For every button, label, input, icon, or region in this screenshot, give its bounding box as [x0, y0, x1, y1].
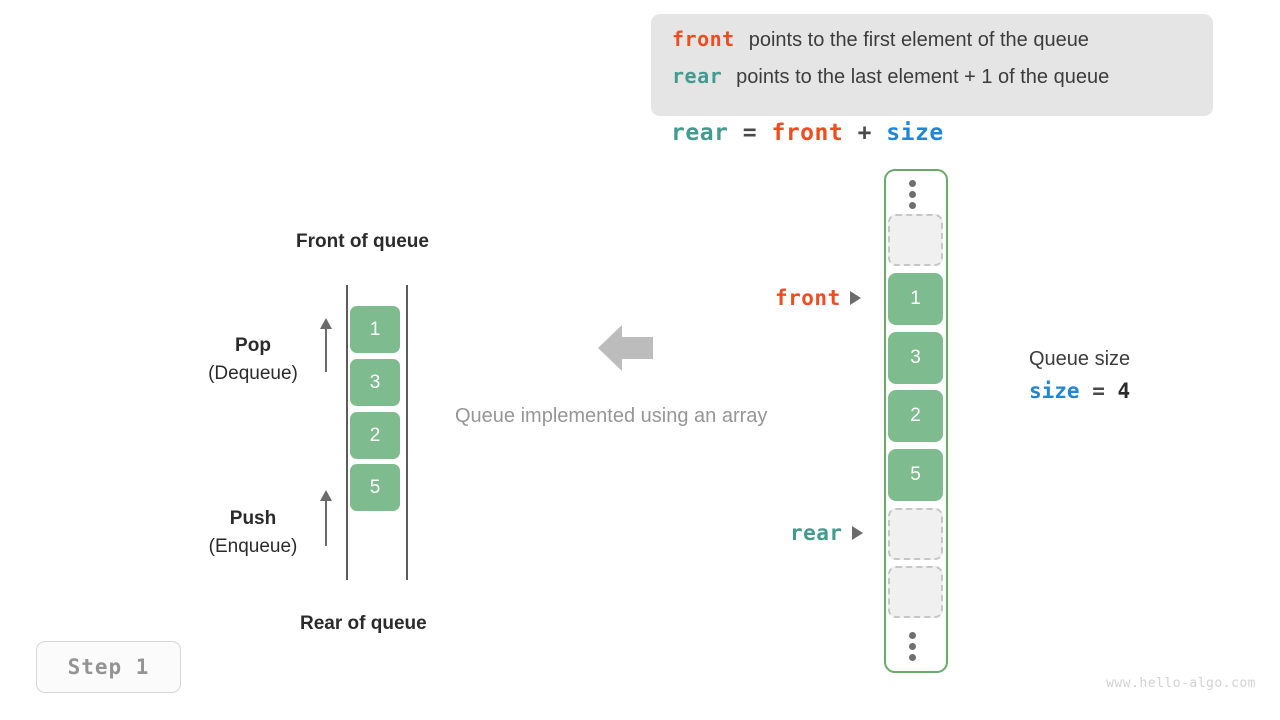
array-slot-empty [888, 214, 943, 266]
legend-text-front: points to the first element of the queue [748, 29, 1089, 51]
legend-row-rear: rear points to the last element + 1 of t… [672, 64, 1193, 101]
vertical-ellipsis-icon-top [909, 180, 916, 213]
size-variable: size [1029, 379, 1080, 403]
pop-subtitle: (Dequeue) [208, 363, 298, 384]
pop-up-arrow-icon [318, 318, 334, 372]
step-badge: Step 1 [36, 641, 181, 693]
array-slot-filled: 3 [888, 332, 943, 384]
queue-rail-left [346, 285, 348, 580]
queue-cell: 2 [350, 412, 400, 459]
push-operation-label: Push (Enqueue) [173, 505, 333, 561]
array-slot-empty [888, 508, 943, 560]
queue-cell: 3 [350, 359, 400, 406]
rear-pointer-arrow-icon [851, 526, 863, 540]
formula-front: front [771, 120, 844, 146]
queue-size-expression: size = 4 [1029, 375, 1130, 407]
diagram-caption: Queue implemented using an array [455, 405, 768, 427]
size-equals: = [1092, 379, 1105, 403]
front-pointer-arrow-icon [849, 291, 861, 305]
left-arrow-icon [598, 325, 653, 371]
push-up-arrow-icon [318, 490, 334, 546]
array-slot-empty [888, 566, 943, 618]
formula-equals: = [742, 120, 758, 146]
vertical-ellipsis-icon-bottom [909, 632, 916, 665]
legend-text-rear: points to the last element + 1 of the qu… [736, 66, 1110, 88]
watermark: www.hello-algo.com [1106, 676, 1256, 691]
queue-cell: 5 [350, 464, 400, 511]
legend-key-front: front [672, 27, 735, 51]
legend-key-rear: rear [672, 64, 723, 88]
queue-size-title: Queue size [1029, 348, 1131, 370]
size-value: 4 [1117, 379, 1131, 403]
queue-cell: 1 [350, 306, 400, 353]
array-slot-filled: 5 [888, 449, 943, 501]
rear-of-queue-label: Rear of queue [300, 613, 427, 634]
pop-operation-label: Pop (Dequeue) [173, 332, 333, 388]
array-slot-filled: 2 [888, 390, 943, 442]
rear-formula: rear = front + size [671, 120, 944, 146]
pop-title: Pop [235, 335, 271, 356]
array-container [884, 169, 948, 673]
front-pointer: front [775, 286, 861, 310]
front-pointer-label: front [775, 286, 841, 310]
push-subtitle: (Enqueue) [208, 536, 298, 557]
formula-plus: + [857, 120, 872, 146]
queue-size-note: Queue size size = 4 [1029, 343, 1130, 407]
rear-pointer-label: rear [790, 521, 843, 545]
pointer-legend-box: front points to the first element of the… [651, 14, 1213, 116]
push-title: Push [229, 508, 277, 529]
legend-row-front: front points to the first element of the… [672, 27, 1193, 64]
rear-pointer: rear [790, 521, 863, 545]
formula-size: size [886, 120, 944, 146]
front-of-queue-label: Front of queue [296, 231, 429, 252]
array-slot-filled: 1 [888, 273, 943, 325]
queue-rail-right [406, 285, 408, 580]
formula-rear: rear [671, 120, 729, 146]
